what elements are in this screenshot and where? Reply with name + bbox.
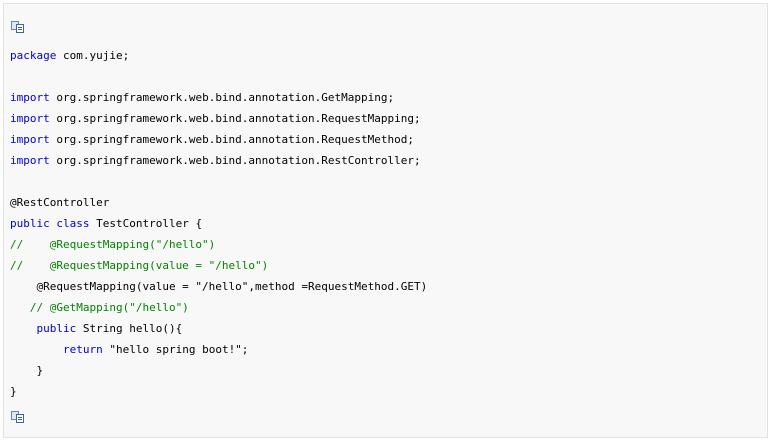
code-text	[10, 343, 63, 356]
code-text: com.yujie;	[56, 49, 130, 62]
code-keyword: return	[62, 343, 103, 356]
code-comment: // @RequestMapping(value = "/hello")	[10, 259, 269, 272]
code-line: import org.springframework.web.bind.anno…	[10, 87, 394, 108]
code-line: import org.springframework.web.bind.anno…	[10, 129, 414, 150]
code-text: @RequestMapping(value = "/hello",method …	[10, 280, 428, 293]
code-keyword: public	[36, 322, 77, 335]
code-text: @RestController	[10, 196, 110, 209]
code-keyword: import	[10, 133, 50, 146]
code-line: // @GetMapping("/hello")	[10, 297, 189, 318]
code-text: org.springframework.web.bind.annotation.…	[49, 91, 395, 104]
copy-icon-front-sheet	[16, 414, 24, 423]
code-keyword: import	[10, 91, 50, 104]
code-text: }	[10, 385, 17, 398]
code-comment: // @GetMapping("/hello")	[10, 301, 189, 314]
code-text: TestController {	[89, 217, 203, 230]
code-line: @RequestMapping(value = "/hello",method …	[10, 276, 427, 297]
code-line: import org.springframework.web.bind.anno…	[10, 108, 421, 129]
code-comment: // @RequestMapping("/hello")	[10, 238, 216, 251]
code-text: org.springframework.web.bind.annotation.…	[49, 112, 421, 125]
copy-icon[interactable]	[11, 21, 25, 34]
code-block: package com.yujie; import org.springframe…	[3, 3, 768, 438]
code-text	[10, 322, 37, 335]
code-line: // @RequestMapping("/hello")	[10, 234, 215, 255]
code-text: }	[10, 364, 44, 377]
code-keyword: package	[10, 49, 57, 62]
copy-icon-front-sheet	[16, 24, 24, 33]
code-line: public class TestController {	[10, 213, 202, 234]
code-keyword: import	[10, 154, 50, 167]
code-line: }	[10, 360, 43, 381]
code-keyword: public	[10, 217, 50, 230]
code-keyword: import	[10, 112, 50, 125]
code-line: public String hello(){	[10, 318, 183, 339]
copy-icon[interactable]	[11, 411, 25, 424]
code-text: org.springframework.web.bind.annotation.…	[49, 133, 414, 146]
code-line: }	[10, 381, 17, 402]
code-text: String hello(){	[76, 322, 183, 335]
code-text: org.springframework.web.bind.annotation.…	[49, 154, 421, 167]
code-line: @RestController	[10, 192, 109, 213]
code-line: import org.springframework.web.bind.anno…	[10, 150, 421, 171]
code-line: // @RequestMapping(value = "/hello")	[10, 255, 268, 276]
code-line: package com.yujie;	[10, 45, 129, 66]
code-text: "hello spring boot!";	[102, 343, 249, 356]
code-line: return "hello spring boot!";	[10, 339, 248, 360]
code-keyword: class	[56, 217, 90, 230]
